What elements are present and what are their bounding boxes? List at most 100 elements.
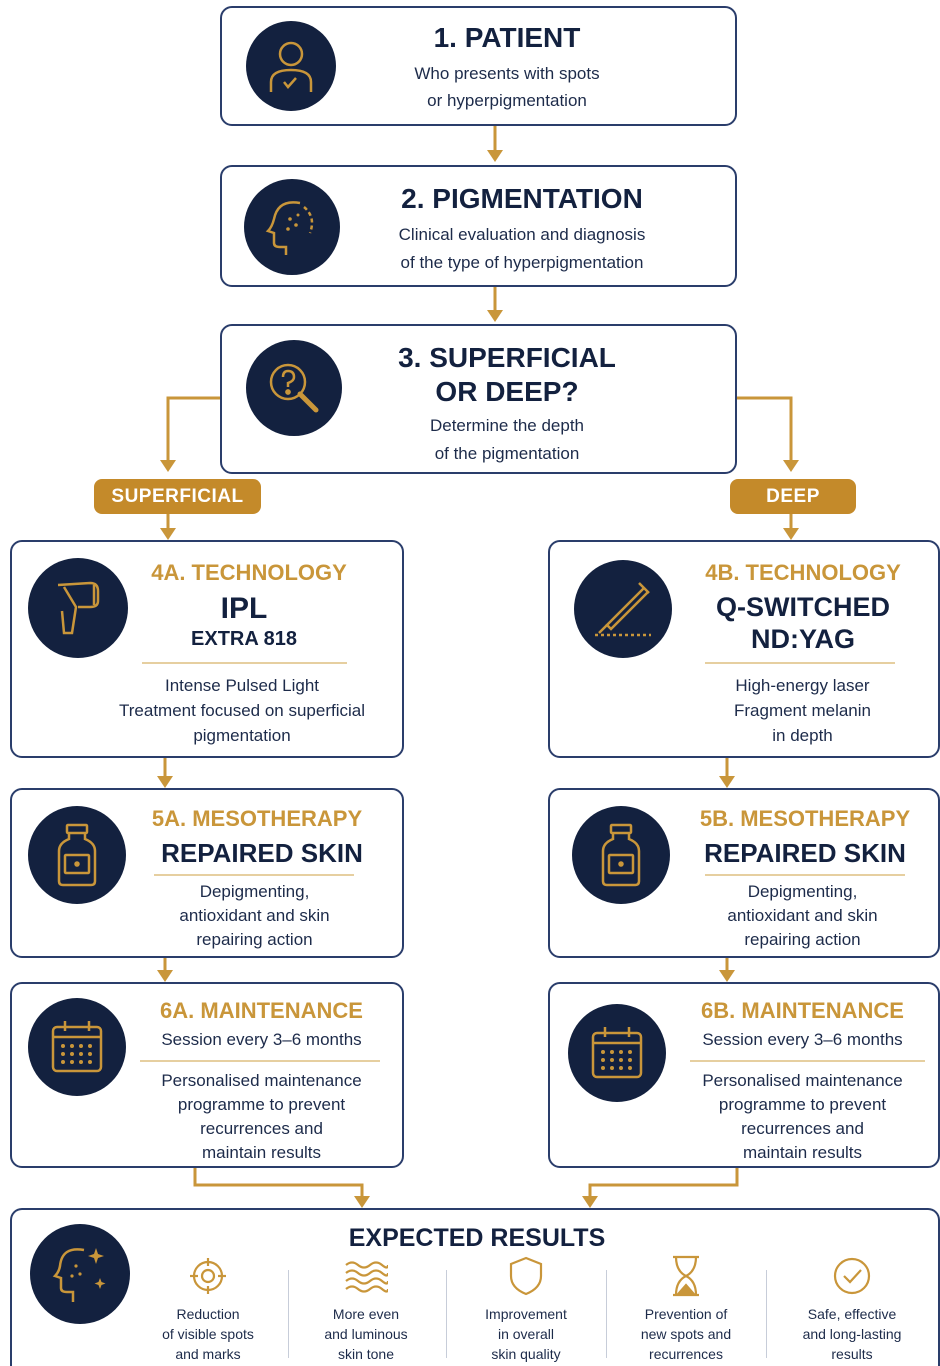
step-3-title-line1: 3. SUPERFICIAL	[398, 342, 616, 373]
step-4a-box: 4A. TECHNOLOGY IPL EXTRA 818 Intense Pul…	[10, 540, 404, 758]
step-4b-label: 4B. TECHNOLOGY	[705, 560, 901, 585]
result-label-line2: and luminous	[324, 1326, 408, 1342]
step-5b-label: 5B. MESOTHERAPY	[699, 806, 911, 831]
step-5b-divider	[705, 874, 905, 876]
step-6b-box: 6B. MAINTENANCE Session every 3–6 months…	[548, 982, 940, 1168]
result-item-spots: Reduction of visible spots and marks	[138, 1254, 278, 1364]
step-1-desc-line2: or hyperpigmentation	[427, 91, 587, 110]
step-4b-desc-line3: in depth	[772, 726, 833, 745]
step-4a-divider	[142, 662, 347, 664]
step-4b-title-line1: Q-SWITCHED	[716, 592, 890, 622]
result-label-line1: Prevention of	[644, 1306, 728, 1322]
branch-deep-label: DEEP	[730, 479, 856, 514]
step-4a-title: IPL	[220, 592, 268, 625]
step-6b-desc-line4: maintain results	[742, 1143, 863, 1162]
step-6a-session: Session every 3–6 months	[161, 1030, 362, 1049]
step-2-desc-line2: of the type of hyperpigmentation	[400, 253, 644, 272]
step-5a-divider	[154, 874, 354, 876]
result-label-line2: and long-lasting	[802, 1326, 902, 1342]
vial-icon	[28, 806, 126, 904]
step-2-box: 2. PIGMENTATION Clinical evaluation and …	[220, 165, 737, 287]
step-4a-desc-line2: Treatment focused on superficial	[119, 701, 365, 720]
result-item-tone: More even and luminous skin tone	[296, 1254, 436, 1364]
result-label-line3: results	[831, 1346, 873, 1362]
result-divider	[766, 1270, 767, 1358]
result-label-line2: new spots and	[640, 1326, 732, 1342]
step-6a-desc-line3: recurrences and	[200, 1119, 323, 1138]
result-divider	[606, 1270, 607, 1358]
target-icon	[138, 1254, 278, 1298]
step-5a-title: REPAIRED SKIN	[161, 838, 363, 868]
step-3-title-line2: OR DEEP?	[435, 376, 579, 407]
step-6a-desc-line2: programme to prevent	[177, 1095, 346, 1114]
magnifier-question-icon	[246, 340, 342, 436]
step-2-desc-line1: Clinical evaluation and diagnosis	[398, 225, 646, 244]
ipl-handpiece-icon	[28, 558, 128, 658]
step-5b-desc-line1: Depigmenting,	[747, 882, 858, 901]
step-5a-box: 5A. MESOTHERAPY REPAIRED SKIN Depigmenti…	[10, 788, 404, 958]
step-4b-box: 4B. TECHNOLOGY Q-SWITCHED ND:YAG High-en…	[548, 540, 940, 758]
branch-superficial-label: SUPERFICIAL	[94, 479, 261, 514]
result-label-line3: recurrences	[649, 1346, 723, 1362]
step-3-desc-line1: Determine the depth	[429, 416, 585, 435]
result-label-line2: of visible spots	[162, 1326, 254, 1342]
step-6a-box: 6A. MAINTENANCE Session every 3–6 months…	[10, 982, 404, 1168]
step-6a-divider	[140, 1060, 380, 1062]
result-item-quality: Improvement in overall skin quality	[456, 1254, 596, 1364]
step-5a-desc-line2: antioxidant and skin	[179, 906, 330, 925]
step-6b-label: 6B. MAINTENANCE	[701, 998, 904, 1023]
step-6b-session: Session every 3–6 months	[702, 1030, 903, 1049]
person-icon	[246, 21, 336, 111]
result-label-line1: Safe, effective	[807, 1306, 897, 1322]
step-1-box: 1. PATIENT Who presents with spots or hy…	[220, 6, 737, 126]
step-5a-desc-line3: repairing action	[196, 930, 313, 949]
step-6b-desc-line1: Personalised maintenance	[702, 1071, 903, 1090]
check-circle-icon	[782, 1254, 922, 1298]
step-4a-subtitle: EXTRA 818	[191, 628, 297, 650]
laser-pen-icon	[574, 560, 672, 658]
shield-icon	[456, 1254, 596, 1298]
step-6a-desc-line1: Personalised maintenance	[161, 1071, 362, 1090]
step-4b-desc-line2: Fragment melanin	[733, 701, 871, 720]
head-profile-icon	[244, 179, 340, 275]
step-5a-label: 5A. MESOTHERAPY	[151, 806, 363, 831]
step-4b-divider	[705, 662, 895, 664]
step-6b-divider	[690, 1060, 925, 1062]
result-label-line1: Reduction	[176, 1306, 240, 1322]
step-4a-label: 4A. TECHNOLOGY	[151, 560, 347, 585]
step-4a-desc-line1: Intense Pulsed Light	[164, 676, 320, 695]
result-label-line1: Improvement	[485, 1306, 567, 1322]
step-4b-desc-line1: High-energy laser	[735, 676, 870, 695]
hourglass-icon	[616, 1254, 756, 1298]
step-3-desc-line2: of the pigmentation	[434, 444, 580, 463]
step-6b-desc-line2: programme to prevent	[718, 1095, 887, 1114]
step-1-desc-line1: Who presents with spots	[414, 64, 600, 83]
face-sparkle-icon	[30, 1224, 130, 1324]
step-5b-desc-line2: antioxidant and skin	[727, 906, 878, 925]
result-label-line3: skin tone	[337, 1346, 395, 1362]
result-item-safe: Safe, effective and long-lasting results	[782, 1254, 922, 1364]
calendar-icon	[568, 1004, 666, 1102]
step-4a-desc-line3: pigmentation	[193, 726, 291, 745]
step-2-title: 2. PIGMENTATION	[401, 183, 643, 214]
step-5b-desc-line3: repairing action	[744, 930, 861, 949]
result-label-line2: in overall	[497, 1326, 555, 1342]
result-label-line3: skin quality	[491, 1346, 561, 1362]
step-6a-desc-line4: maintain results	[201, 1143, 322, 1162]
step-6a-label: 6A. MAINTENANCE	[160, 998, 363, 1023]
step-5b-box: 5B. MESOTHERAPY REPAIRED SKIN Depigmenti…	[548, 788, 940, 958]
step-5b-title: REPAIRED SKIN	[704, 838, 906, 868]
waves-icon	[296, 1254, 436, 1298]
step-5a-desc-line1: Depigmenting,	[199, 882, 310, 901]
result-label-line3: and marks	[175, 1346, 241, 1362]
vial-icon	[572, 806, 670, 904]
step-6b-desc-line3: recurrences and	[741, 1119, 864, 1138]
result-divider	[446, 1270, 447, 1358]
step-1-title: 1. PATIENT	[433, 22, 581, 53]
result-label-line1: More even	[332, 1306, 400, 1322]
calendar-icon	[28, 998, 126, 1096]
result-divider	[288, 1270, 289, 1358]
step-4b-title-line2: ND:YAG	[750, 624, 856, 654]
step-3-box: 3. SUPERFICIAL OR DEEP? Determine the de…	[220, 324, 737, 474]
